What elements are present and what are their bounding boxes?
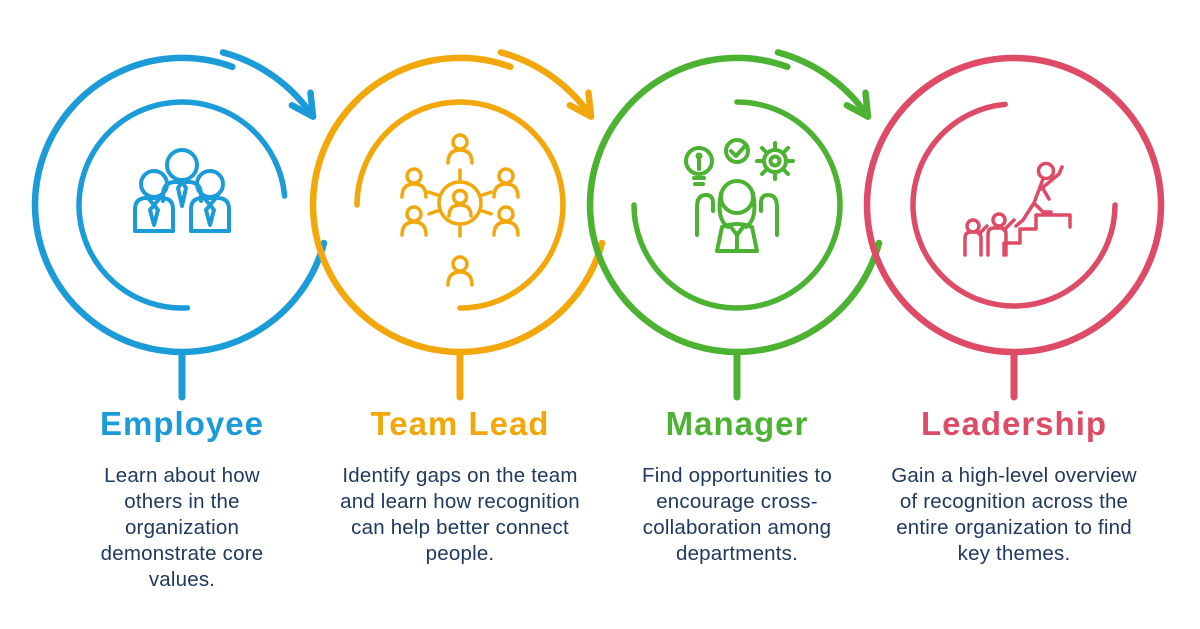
leader-climbing-stairs-icon <box>963 161 1072 257</box>
cycle-arrow-to-manager <box>497 49 595 120</box>
step-title: Leadership <box>920 405 1108 442</box>
step-title: Manager <box>665 405 809 442</box>
arrowhead-icon <box>566 89 595 120</box>
team-lead-cycle-ring <box>309 49 606 401</box>
step-title: Employee <box>100 405 264 442</box>
step-description: Learn about how others in the organizati… <box>100 464 264 591</box>
team-group-icon <box>133 148 231 233</box>
step-description: Identify gaps on the team and learn how … <box>340 464 580 565</box>
leadership-cycle-ring <box>863 54 1165 401</box>
employee-cycle-ring <box>31 49 328 401</box>
step-description: Find opportunities to encourage cross-co… <box>642 464 832 565</box>
arrowhead-icon <box>288 89 317 120</box>
arrowhead-icon <box>843 89 872 120</box>
person-idea-check-gear-icon <box>684 138 795 253</box>
step-manager: Manager Find opportunities to encourage … <box>586 0 883 629</box>
manager-cycle-ring <box>586 49 883 401</box>
cycle-arrow-to-team-lead <box>219 49 317 120</box>
people-network-icon <box>400 133 520 287</box>
step-team-lead: Team Lead Identify gaps on the team and … <box>309 0 606 629</box>
step-title: Team Lead <box>370 405 550 442</box>
cycle-arrow-to-leadership <box>774 49 872 120</box>
step-employee: Employee Learn about how others in the o… <box>31 0 328 629</box>
step-description: Gain a high-level overview of recognitio… <box>891 464 1137 565</box>
step-leadership: Leadership Gain a high-level overview of… <box>863 0 1165 629</box>
